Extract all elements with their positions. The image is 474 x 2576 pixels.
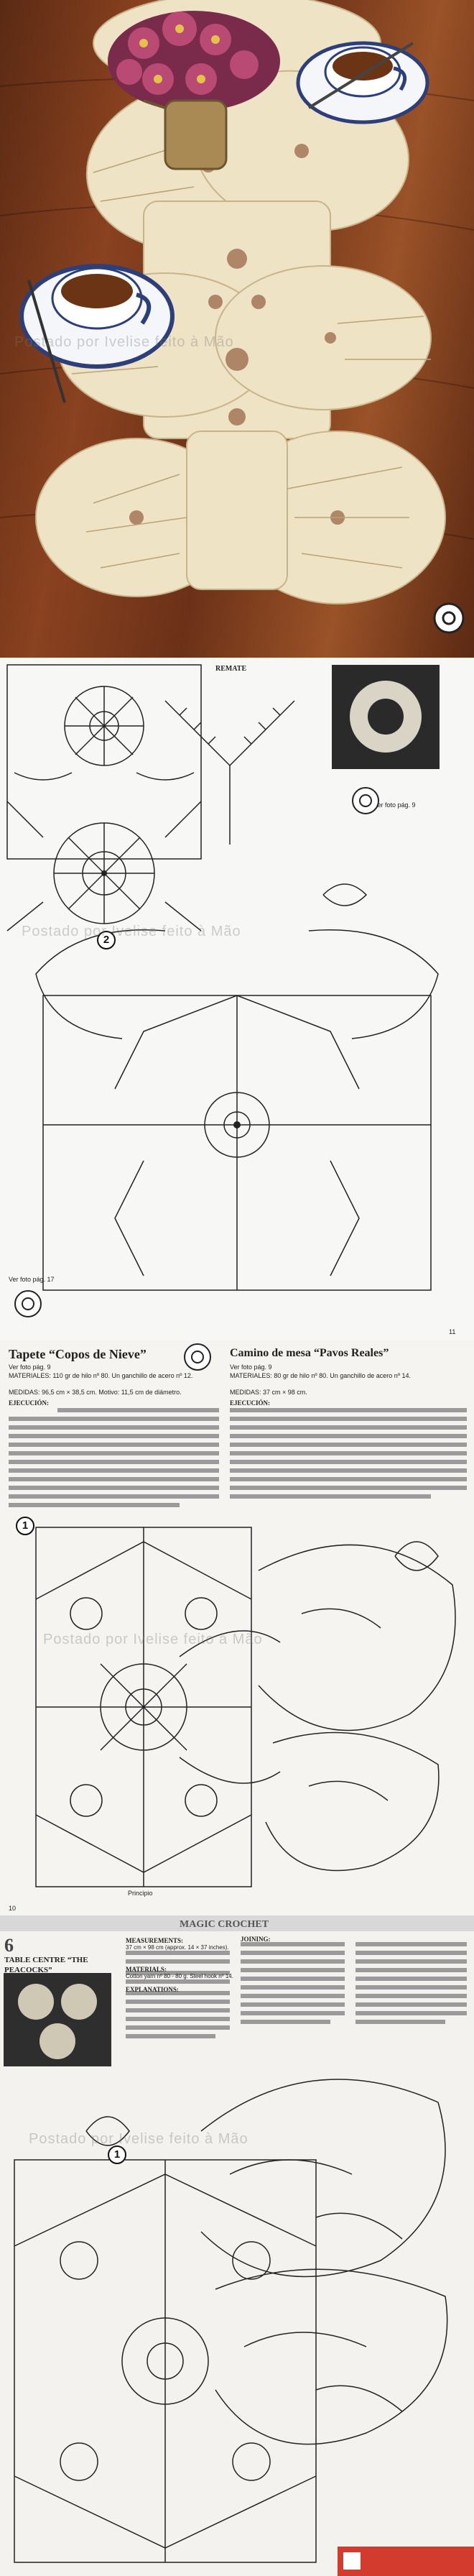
ver-foto-label: Ver foto pág. 9 xyxy=(373,801,416,809)
ver-foto-label-2: Ver foto pág. 17 xyxy=(9,1276,55,1283)
watermark: Postado por Ivelise feito à Mão xyxy=(14,334,234,350)
title-right: Camino de mesa “Pavos Reales” xyxy=(230,1347,389,1359)
explanations-label: EXPLANATIONS: xyxy=(126,1986,179,1993)
diagram-number: 2 xyxy=(97,931,116,949)
joining-label: JOINING: xyxy=(241,1936,271,1943)
diagram-page-2: REMATE Ver foto pág. 9 2 Ver foto pág. 1… xyxy=(0,658,474,1340)
flower-vase xyxy=(108,11,280,170)
teacup-left xyxy=(19,264,175,403)
materiales-left: MATERIALES: 110 gr de hilo nº 80. Un gan… xyxy=(9,1372,193,1379)
watermark-4: Postado por Ivelise feito à Mão xyxy=(29,2131,248,2147)
remate-label: REMATE xyxy=(215,665,247,673)
ver-foto-right: Ver foto pág. 9 xyxy=(230,1363,272,1371)
materiales-right: MATERIALES: 80 gr de hilo nº 80. Un ganc… xyxy=(230,1372,412,1379)
measurements-value: 37 cm × 98 cm (approx. 14 × 37 inches). xyxy=(126,1944,229,1951)
diagram-number-4: 1 xyxy=(108,2145,126,2164)
pattern-title: TABLE CENTRE “THE PEACOCKS” xyxy=(4,1956,88,1974)
measurements-label: MEASUREMENTS: xyxy=(126,1937,184,1944)
medidas-left: MEDIDAS: 96,5 cm × 38,5 cm. Motivo: 11,5… xyxy=(9,1389,182,1396)
english-page-drawing xyxy=(0,1915,474,2576)
ejecucion-left: EJECUCIÓN: xyxy=(9,1399,50,1407)
magazine-header: MAGIC CROCHET xyxy=(180,1919,269,1930)
page-badge-icon xyxy=(352,787,379,814)
title-left: Tapete “Copos de Nieve” xyxy=(9,1347,147,1361)
runner-photo: Postado por Ivelise feito à Mão xyxy=(0,0,474,658)
medidas-right: MEDIDAS: 37 cm × 98 cm. xyxy=(230,1389,307,1396)
materials-label: MATERIALS: xyxy=(126,1966,167,1973)
pattern-page-english: MAGIC CROCHET 6 TABLE CENTRE “THE PEACOC… xyxy=(0,1915,474,2576)
section-number: 6 xyxy=(4,1935,14,1956)
page-badge-icon-2 xyxy=(14,1290,42,1317)
page-number: 11 xyxy=(449,1328,456,1335)
materials-value: Cotton yarn nº 80 - 80 g. Steel hook nº … xyxy=(126,1973,233,1979)
runner-photo-drawing xyxy=(0,0,474,634)
watermark-3: Postado por Ivelise feito à Mão xyxy=(43,1632,263,1647)
page-number-3: 10 xyxy=(9,1905,17,1912)
lace-runner xyxy=(35,0,446,604)
crochet-diagram-snowflake xyxy=(6,664,440,1291)
ver-foto-left: Ver foto pág. 9 xyxy=(9,1363,51,1371)
pattern-page-spanish: Tapete “Copos de Nieve” Ver foto pág. 9 … xyxy=(0,1340,474,1915)
diagram-number-3: 1 xyxy=(16,1517,34,1535)
spanish-page-drawing xyxy=(9,1408,467,1887)
teacup-top-right xyxy=(296,41,429,124)
ejecucion-right: EJECUCIÓN: xyxy=(230,1399,271,1407)
page-badge-icon-3 xyxy=(184,1343,211,1371)
principio-label: Principio xyxy=(128,1890,153,1897)
watermark-2: Postado por Ivelise feito à Mão xyxy=(22,924,241,939)
